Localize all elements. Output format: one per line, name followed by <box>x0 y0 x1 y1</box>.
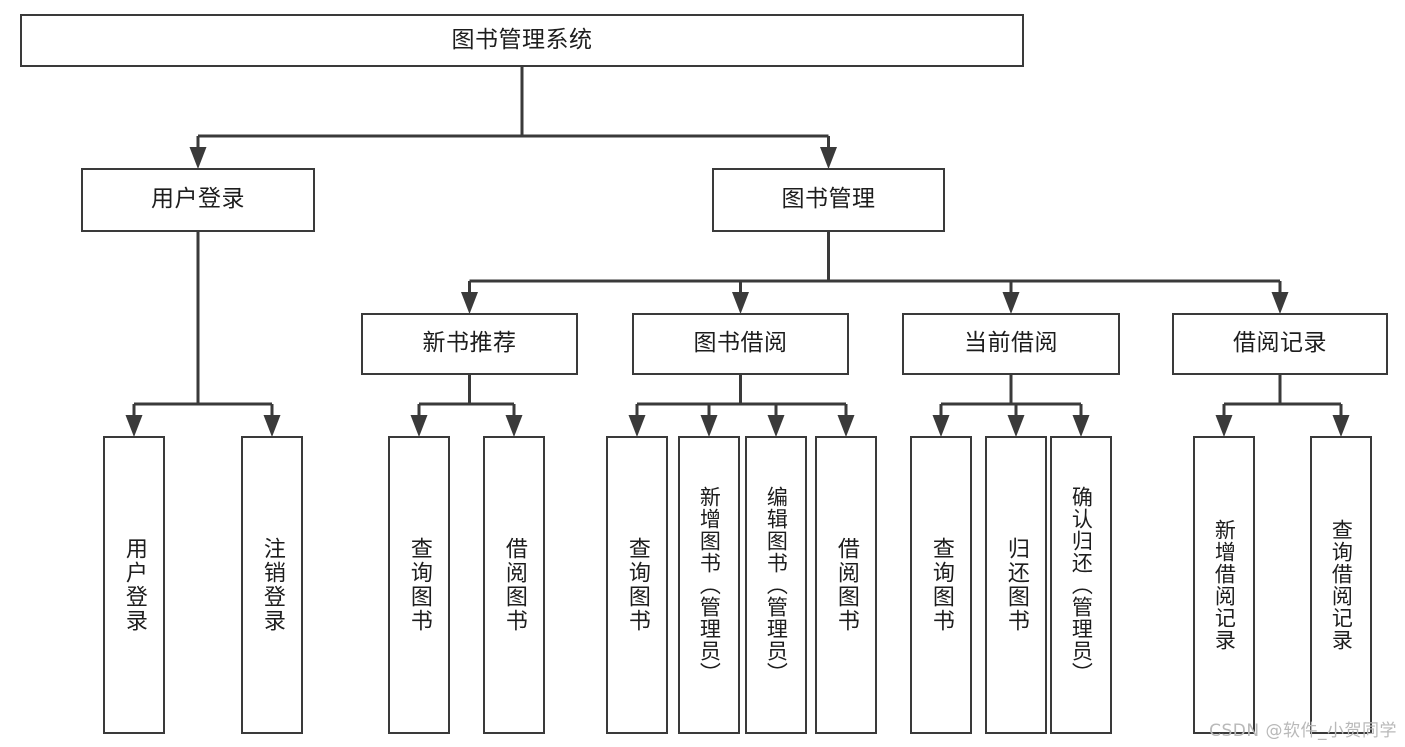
node-label: 新增图书（管理员） <box>697 486 722 684</box>
node-label: 借阅记录 <box>1233 330 1327 357</box>
node-leaf-query-book-1: 查询图书 <box>388 436 450 734</box>
node-label: 图书管理系统 <box>451 26 593 53</box>
node-leaf-borrow-book-2: 借阅图书 <box>815 436 877 734</box>
node-label: 编辑图书（管理员） <box>764 486 789 684</box>
node-user-login: 用户登录 <box>81 168 315 232</box>
node-book-borrow: 图书借阅 <box>632 313 849 375</box>
node-label: 借阅图书 <box>501 537 527 633</box>
node-leaf-user-logout: 注销登录 <box>241 436 303 734</box>
node-label: 确认归还（管理员） <box>1069 486 1094 684</box>
node-label: 当前借阅 <box>964 330 1058 357</box>
node-label: 新书推荐 <box>422 330 517 357</box>
node-borrow-record: 借阅记录 <box>1172 313 1388 375</box>
node-label: 用户登录 <box>121 537 147 633</box>
node-label: 查询图书 <box>928 537 954 633</box>
node-leaf-return-book: 归还图书 <box>985 436 1047 734</box>
node-leaf-confirm-return: 确认归还（管理员） <box>1050 436 1112 734</box>
node-label: 查询图书 <box>406 537 432 633</box>
node-label: 图书借阅 <box>693 330 788 357</box>
node-label: 新增借阅记录 <box>1212 519 1237 651</box>
node-leaf-add-record: 新增借阅记录 <box>1193 436 1255 734</box>
node-label: 借阅图书 <box>833 537 859 633</box>
node-leaf-query-record: 查询借阅记录 <box>1310 436 1372 734</box>
node-leaf-query-book-3: 查询图书 <box>910 436 972 734</box>
node-leaf-user-login: 用户登录 <box>103 436 165 734</box>
node-leaf-query-book-2: 查询图书 <box>606 436 668 734</box>
node-label: 归还图书 <box>1003 537 1029 633</box>
node-root: 图书管理系统 <box>20 14 1024 67</box>
node-label: 查询图书 <box>624 537 650 633</box>
node-current-borrow: 当前借阅 <box>902 313 1120 375</box>
node-label: 图书管理 <box>781 186 876 213</box>
node-label: 查询借阅记录 <box>1329 519 1354 651</box>
node-label: 用户登录 <box>151 186 245 213</box>
node-label: 注销登录 <box>259 537 285 633</box>
node-leaf-borrow-book-1: 借阅图书 <box>483 436 545 734</box>
node-book-manage: 图书管理 <box>712 168 945 232</box>
node-new-book-rec: 新书推荐 <box>361 313 578 375</box>
node-leaf-add-book: 新增图书（管理员） <box>678 436 740 734</box>
node-leaf-edit-book: 编辑图书（管理员） <box>745 436 807 734</box>
